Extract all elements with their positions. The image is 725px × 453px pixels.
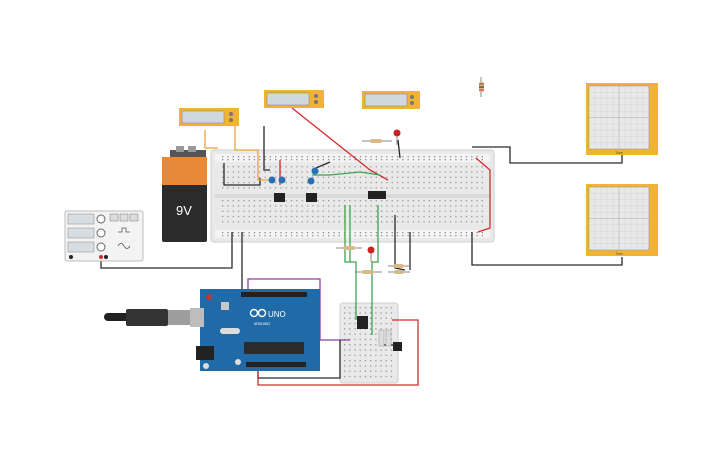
battery-9v[interactable]: 9V — [162, 146, 207, 242]
capacitor-icon — [268, 176, 276, 184]
main-breadboard[interactable] — [210, 149, 495, 243]
oscilloscope-caption: Time — [615, 151, 623, 155]
sine-wave-icon — [117, 243, 131, 249]
knob-icon[interactable] — [96, 214, 106, 224]
wire-black — [471, 232, 623, 266]
oscilloscope-grid — [589, 86, 649, 149]
display-module-2[interactable] — [264, 90, 324, 108]
wire-green — [312, 171, 381, 176]
wire-black — [394, 215, 406, 271]
knob-icon[interactable] — [96, 242, 106, 252]
oscilloscope-2[interactable]: Time — [586, 184, 658, 256]
oscilloscope-1[interactable]: Time — [586, 83, 658, 155]
battery-label: 9V — [176, 203, 192, 218]
ic-chip — [393, 342, 402, 351]
leds[interactable] — [367, 129, 401, 263]
display-module-3[interactable] — [362, 91, 420, 109]
wire-green — [371, 205, 379, 335]
capacitor-icon — [311, 167, 319, 175]
led-icon — [367, 246, 375, 254]
ic-chips[interactable] — [274, 191, 386, 202]
wire-purple — [247, 278, 350, 341]
knob-icon[interactable] — [96, 228, 106, 238]
capacitors[interactable] — [268, 167, 319, 185]
resistor — [370, 139, 382, 143]
display-module-1[interactable] — [179, 108, 239, 126]
reset-button-icon[interactable] — [206, 294, 212, 300]
infinity-logo-icon — [249, 308, 267, 318]
wire-black — [472, 146, 623, 164]
capacitor-icon — [307, 177, 315, 185]
ic-chip — [357, 316, 368, 329]
arduino-uno-logo: UNO — [268, 310, 286, 319]
wire-red — [257, 319, 419, 386]
wire-red — [475, 157, 491, 233]
led-icon — [393, 129, 401, 137]
arduino-brand: ARDUINO — [254, 322, 270, 326]
resistors[interactable] — [336, 139, 410, 274]
function-generator[interactable] — [64, 210, 144, 262]
resistor — [362, 270, 374, 274]
ic-chip — [274, 193, 285, 202]
wires — [100, 107, 623, 386]
ic-chip — [368, 191, 386, 199]
wire-orange — [204, 130, 218, 149]
oscilloscope-caption: Time — [615, 252, 623, 256]
arduino-uno[interactable]: UNO ARDUINO — [196, 289, 320, 371]
resistor — [394, 264, 404, 268]
small-board-components[interactable] — [357, 316, 402, 351]
wire-black — [100, 232, 233, 269]
small-breadboard[interactable] — [339, 302, 399, 384]
capacitor-icon — [278, 176, 286, 184]
wire-red — [291, 107, 389, 181]
oscilloscope-grid — [589, 187, 649, 250]
wire-orange — [234, 125, 272, 181]
resistor — [343, 246, 355, 250]
usb-cable — [104, 308, 204, 327]
resistor-loose[interactable] — [479, 77, 484, 97]
square-wave-icon — [118, 227, 130, 233]
resistor — [394, 270, 404, 274]
wire-black — [263, 126, 270, 171]
wire-black — [397, 139, 401, 159]
ic-chip — [306, 193, 317, 202]
wire-black — [223, 163, 261, 186]
